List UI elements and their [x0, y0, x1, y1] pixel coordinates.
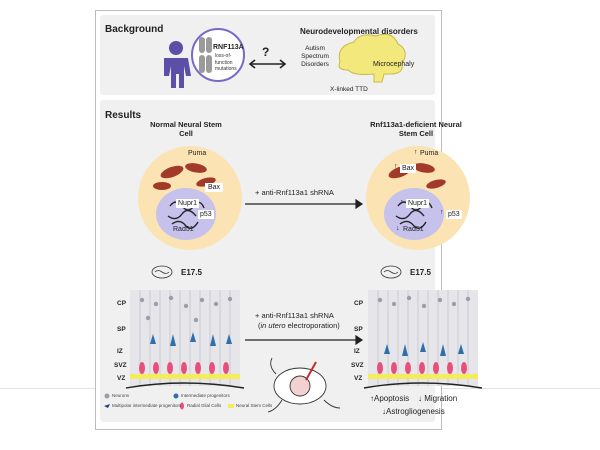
deficient-nupr1-arrow: ↑ [400, 199, 404, 206]
legend-multipolar: Multipolar intermediate progenitors [112, 403, 182, 408]
legend-neural-stem: Neural Stem Cells [236, 403, 273, 408]
deficient-bax-arrow: ↑ [394, 163, 398, 170]
brain-section-icon-left [151, 265, 173, 279]
layer-iz-left: IZ [117, 348, 123, 355]
layer-iz-right: IZ [354, 348, 360, 355]
normal-puma-label: Puma [188, 150, 207, 157]
treatment-arrow-2 [245, 334, 364, 346]
legend-markers [104, 393, 234, 410]
layer-sp-left: SP [117, 326, 126, 333]
treatment-arrow-1 [245, 198, 364, 210]
background-title: Background [105, 24, 164, 35]
normal-bax-label: Bax [205, 183, 224, 192]
question-mark: ? [262, 45, 270, 59]
normal-cell [138, 146, 242, 250]
cortex-right [363, 290, 483, 389]
up-arrow-apoptosis: ↑ [370, 394, 374, 403]
in-utero-text: in utero [260, 321, 286, 330]
deficient-cell [366, 146, 470, 250]
apoptosis-text: Apoptosis [374, 394, 410, 403]
brain-icon [338, 33, 406, 83]
disorder-microcephaly: Microcephaly [373, 61, 415, 68]
legend-intermediate-progenitors: Intermediate progenitors [181, 393, 230, 398]
layer-svz-left: SVZ [114, 362, 127, 369]
down-arrow-astro: ↓ [382, 407, 386, 416]
deficient-p53-arrow: ↑ [440, 209, 444, 216]
layer-sp-right: SP [354, 326, 363, 333]
normal-cell-title: Normal Neural Stem Cell [150, 120, 222, 138]
deficient-puma-label: Puma [420, 150, 439, 157]
treatment-label-2: + anti-Rnf113a1 shRNA [255, 311, 334, 320]
layer-vz-right: VZ [354, 375, 363, 382]
normal-nupr1-label: Nupr1 [176, 199, 200, 208]
cortex-left [125, 290, 245, 389]
stage-label-right: E17.5 [410, 268, 431, 277]
deficient-bax-label: Bax [400, 164, 417, 173]
mutation-label: loss-of-function mutations [215, 53, 237, 72]
person-icon [164, 41, 191, 88]
deficient-puma-arrow: ↑ [414, 149, 418, 156]
layer-cp-right: CP [354, 300, 364, 307]
normal-p53-label: p53 [198, 210, 214, 219]
down-arrow-migration: ↓ [418, 394, 422, 403]
brain-section-icon-right [380, 265, 402, 279]
electroporation-text: electroporation [287, 321, 338, 330]
gene-label: RNF113A [213, 44, 244, 51]
double-arrow-icon [248, 59, 287, 69]
deficient-rad51-arrow: ↓ [396, 225, 400, 232]
deficient-cell-title: Rnf113a1-deficient Neural Stem Cell [370, 120, 462, 138]
treatment-label-2-sub: (in utero electroporation) [258, 321, 340, 330]
disorder-xttd: X-linked TTD [330, 86, 368, 93]
deficient-rad51-label: Rad51 [403, 226, 424, 233]
chromosome-icon [199, 37, 212, 73]
normal-rad51-label: Rad51 [173, 226, 194, 233]
outcome-apoptosis: ↑Apoptosis [370, 394, 409, 403]
disorders-title: Neurodevelopmental disorders [300, 27, 418, 36]
astrogliogenesis-text: Astrogliogenesis [386, 407, 445, 416]
migration-text: Migration [424, 394, 458, 403]
treatment-label-1: + anti-Rnf113a1 shRNA [255, 188, 334, 197]
legend-neurons: Neurons [112, 393, 130, 398]
deficient-p53-label: p53 [446, 210, 462, 219]
disorder-autism: Autism Spectrum Disorders [301, 45, 329, 68]
layer-cp-left: CP [117, 300, 127, 307]
layer-vz-left: VZ [117, 375, 126, 382]
layer-svz-right: SVZ [351, 362, 364, 369]
outcome-astrogliogenesis: ↓Astrogliogenesis [382, 407, 445, 416]
stage-label-left: E17.5 [181, 268, 202, 277]
mouse-electroporation-icon [267, 357, 341, 413]
deficient-nupr1-label: Nupr1 [406, 199, 430, 208]
outcome-migration: ↓ Migration [418, 394, 457, 403]
results-title: Results [105, 110, 142, 121]
legend-radial-glial: Radial Glial Cells [187, 403, 222, 408]
